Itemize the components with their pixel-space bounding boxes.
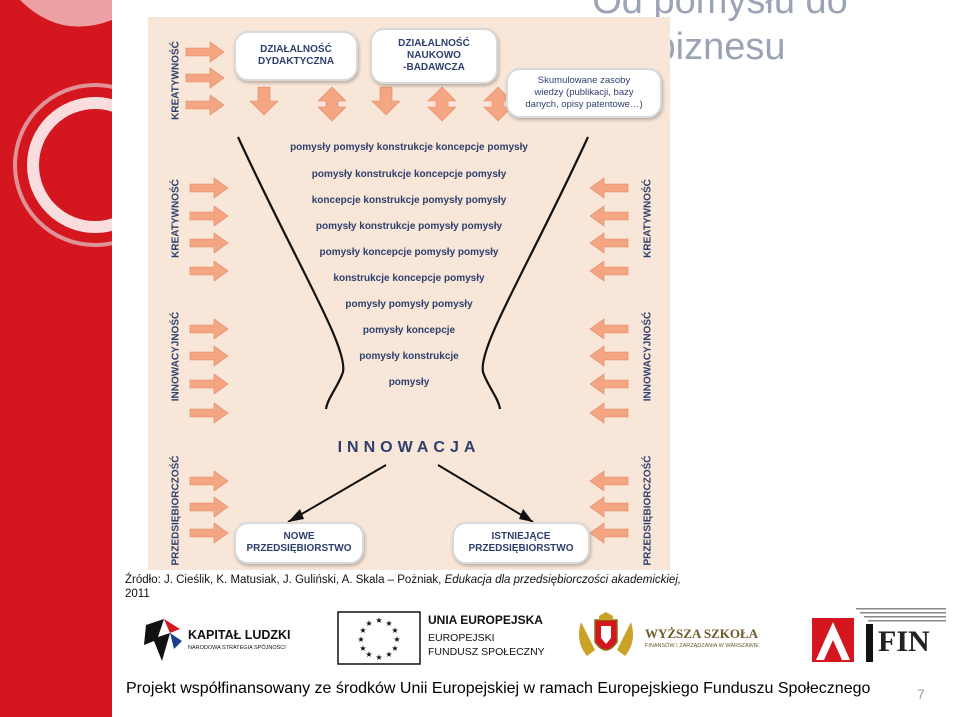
svg-text:★: ★ bbox=[375, 616, 382, 625]
box-nowe-przedsiebiorstwo: NOWE PRZEDSIĘBIORSTWO bbox=[234, 522, 364, 564]
side-label-right-przedsiebiorczosc: PRZEDSIĘBIORCZOŚĆ bbox=[642, 455, 654, 566]
svg-text:★: ★ bbox=[359, 626, 366, 635]
svg-text:★: ★ bbox=[385, 650, 392, 659]
kapital-ludzki-title: KAPITAŁ LUDZKI bbox=[188, 628, 291, 642]
page-number: 7 bbox=[917, 686, 925, 702]
side-label-left-przedsiebiorczosc: PRZEDSIĘBIORCZOŚĆ bbox=[170, 455, 182, 566]
aifin-icon bbox=[812, 608, 946, 662]
side-label-left-innowacyjnosc: INNOWACYJNOŚĆ bbox=[170, 311, 182, 402]
funnel-row: pomysły koncepcje pomysły pomysły bbox=[319, 247, 499, 258]
crest-icon bbox=[579, 612, 633, 656]
left-decorative-bar bbox=[0, 0, 112, 717]
funnel-row: pomysły konstrukcje pomysły pomysły bbox=[315, 221, 503, 232]
aifin-text: FIN bbox=[878, 625, 930, 658]
funnel-row: konstrukcje koncepcje pomysły bbox=[333, 273, 485, 284]
funnel-row: pomysły koncepcje bbox=[362, 325, 456, 336]
svg-text:★: ★ bbox=[357, 635, 364, 644]
source-title: Edukacja dla przedsiębiorczości akademic… bbox=[444, 574, 682, 586]
kapital-ludzki-subtitle: NARODOWA STRATEGIA SPÓJNOŚCI bbox=[188, 645, 286, 651]
eu-flag-icon: ★★★ ★★★ ★★★ ★★★ bbox=[337, 611, 421, 665]
title-line1: Od pomysłu do bbox=[592, 0, 848, 22]
svg-text:★: ★ bbox=[365, 650, 372, 659]
wyzsza-title: WYŻSZA SZKOŁA bbox=[645, 626, 759, 641]
svg-text:★: ★ bbox=[359, 644, 366, 653]
svg-text:★: ★ bbox=[393, 635, 400, 644]
side-label-left-kreatywnosc-2: KREATYWNOŚĆ bbox=[170, 179, 182, 258]
svg-text:★: ★ bbox=[365, 619, 372, 628]
source-prefix: Źródło: J. Cieślik, K. Matusiak, J. Guli… bbox=[125, 574, 445, 586]
footer-text: Projekt współfinansowany ze środków Unii… bbox=[126, 680, 871, 697]
innovation-funnel-diagram: DZIAŁALNOŚĆ DYDAKTYCZNA DZIAŁALNOŚĆ NAUK… bbox=[148, 17, 670, 570]
ue-title: UNIA EUROPEJSKA bbox=[428, 613, 543, 627]
logo-wyzsza-szkola: WYŻSZA SZKOŁA FINANSÓW I ZARZĄDZANIA W W… bbox=[573, 612, 788, 664]
side-label-right-kreatywnosc: KREATYWNOŚĆ bbox=[642, 179, 654, 258]
logo-unia-europejska: ★★★ ★★★ ★★★ ★★★ UNIA EUROPEJSKA EUROPEJS… bbox=[337, 611, 552, 667]
innovation-label: INNOWACJA bbox=[337, 439, 481, 456]
logo-kapital-ludzki: KAPITAŁ LUDZKI NARODOWA STRATEGIA SPÓJNO… bbox=[140, 612, 300, 668]
side-label-right-innowacyjnosc: INNOWACYJNOŚĆ bbox=[642, 311, 654, 402]
box-dydaktyczna: DZIAŁALNOŚĆ DYDAKTYCZNA bbox=[234, 31, 358, 81]
source-citation: Źródło: J. Cieślik, K. Matusiak, J. Guli… bbox=[125, 573, 815, 601]
source-year: 2011 bbox=[125, 588, 150, 600]
svg-text:★: ★ bbox=[391, 626, 398, 635]
funnel-row: pomysły konstrukcje koncepcje pomysły bbox=[311, 169, 507, 180]
funnel-row: pomysły pomysły konstrukcje koncepcje po… bbox=[290, 142, 528, 153]
ue-line2: EUROPEJSKI bbox=[428, 632, 495, 644]
decorative-circles bbox=[13, 0, 112, 247]
svg-text:★: ★ bbox=[391, 644, 398, 653]
title-line2: biznesu bbox=[654, 26, 786, 68]
funnel-graphics bbox=[185, 41, 629, 544]
wyzsza-subtitle: FINANSÓW I ZARZĄDZANIA W WARSZAWIE bbox=[645, 643, 759, 649]
ue-line3: FUNDUSZ SPOŁECZNY bbox=[428, 646, 545, 658]
box-istniejace-przedsiebiorstwo: ISTNIEJĄCE PRZEDSIĘBIORSTWO bbox=[452, 522, 590, 564]
box-skumulowane-zasoby: Skumulowane zasoby wiedzy (publikacji, b… bbox=[506, 68, 662, 118]
svg-text:★: ★ bbox=[375, 653, 382, 662]
funnel-row: pomysły konstrukcje bbox=[359, 351, 459, 362]
funnel-row: koncepcje konstrukcje pomysły pomysły bbox=[311, 195, 507, 206]
box-naukowo-badawcza: DZIAŁALNOŚĆ NAUKOWO -BADAWCZA bbox=[370, 28, 498, 84]
funnel-row: pomysły pomysły pomysły bbox=[345, 299, 473, 310]
funnel-row: pomysły bbox=[388, 377, 430, 388]
page-title: Od pomysłu do biznesu bbox=[555, 0, 885, 70]
kapital-ludzki-icon bbox=[144, 619, 182, 661]
svg-text:★: ★ bbox=[385, 619, 392, 628]
side-label-left-kreatywnosc-1: KREATYWNOŚĆ bbox=[170, 41, 182, 120]
logo-aifin: FIN bbox=[812, 606, 948, 664]
